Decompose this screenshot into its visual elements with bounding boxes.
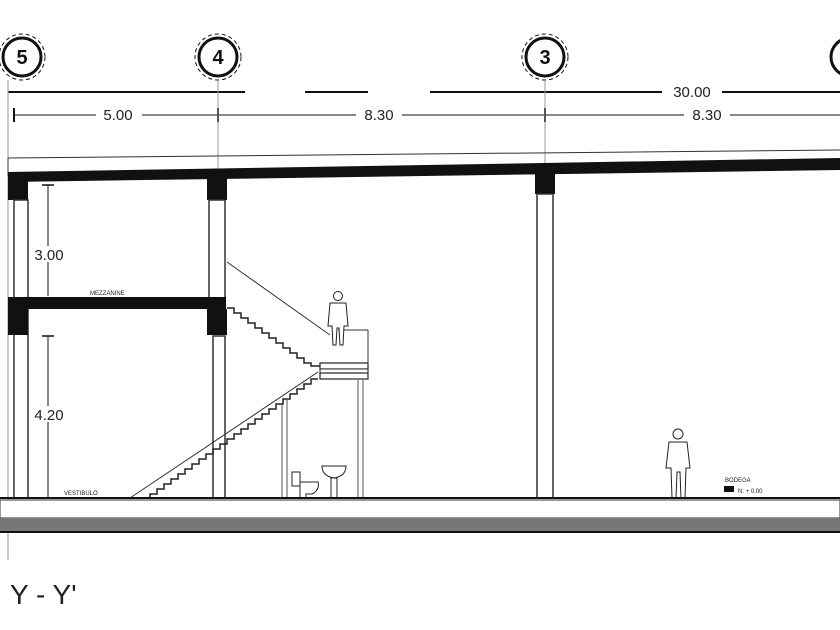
axis-marker-4: 4 <box>194 33 242 81</box>
level-value: N: + 0.00 <box>738 489 763 495</box>
level-title: BODEGA <box>725 478 751 484</box>
height-dimension-lower: 4.20 <box>30 335 68 498</box>
mezzanine-label: MEZZANINE <box>90 291 125 297</box>
ground-slab <box>0 499 840 519</box>
roof-slab <box>8 158 840 182</box>
axis-marker-5: 5 <box>0 33 46 81</box>
toilet-icon <box>291 471 319 499</box>
axis-label-5: 5 <box>16 47 27 69</box>
restroom-area <box>281 380 364 499</box>
roof-beam-4 <box>207 176 227 200</box>
height-lower-text: 4.20 <box>34 407 63 424</box>
section-title: Y - Y' <box>10 579 77 610</box>
roof-beam-5 <box>8 176 28 200</box>
column-axis-4 <box>208 199 226 499</box>
axis-label-3: 3 <box>539 47 550 69</box>
stair-upper-flight <box>226 261 331 367</box>
mezzanine-beam-4 <box>207 309 227 335</box>
stair-landing <box>319 329 369 380</box>
overall-dimension-text: 30.00 <box>673 84 711 101</box>
column-axis-5 <box>13 199 29 499</box>
axis-label-4: 4 <box>212 47 224 69</box>
lobby-label: VESTIBULO <box>64 491 98 497</box>
dimension-5-4-text: 5.00 <box>103 107 132 124</box>
dimension-3-next-text: 8.30 <box>692 107 721 124</box>
overall-dimension-line: 30.00 <box>8 84 840 101</box>
height-upper-text: 3.00 <box>34 247 63 264</box>
level-marker: BODEGA N: + 0.00 <box>724 478 763 495</box>
axis-marker-partial <box>829 39 840 75</box>
partial-dimension-line: 5.00 8.30 8.30 <box>13 107 840 124</box>
dimension-4-3-text: 8.30 <box>364 107 393 124</box>
column-axis-3 <box>536 193 554 499</box>
mezzanine-slab <box>8 297 226 309</box>
stair-lower-flight <box>129 371 319 499</box>
ground-base <box>0 518 840 532</box>
axis-marker-3: 3 <box>521 33 569 81</box>
height-dimension-upper: 3.00 <box>30 184 68 296</box>
person-figure-ground <box>665 428 691 499</box>
roof-top-edge <box>7 149 840 159</box>
sink-icon <box>321 465 347 499</box>
roof-beam-3 <box>535 170 555 194</box>
mezzanine-beam-5 <box>8 309 28 335</box>
person-figure-landing <box>327 291 349 346</box>
